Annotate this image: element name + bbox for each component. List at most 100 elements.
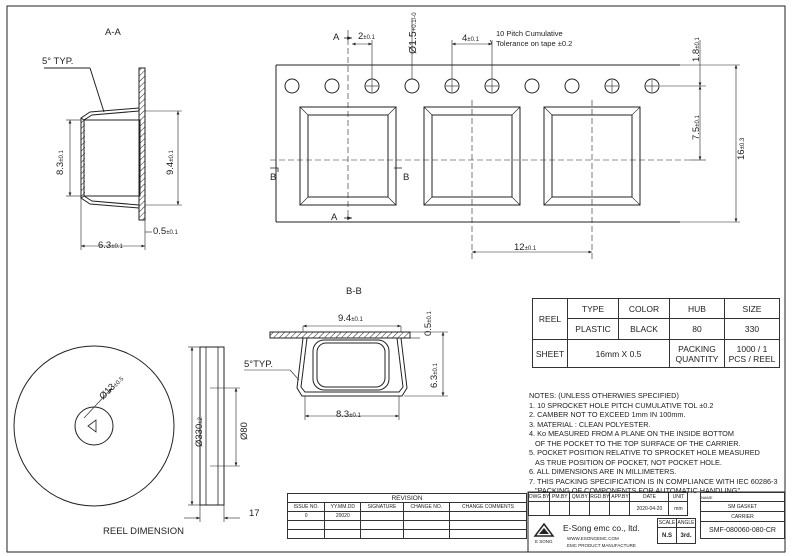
reel-label: REEL [532, 298, 568, 340]
part-name: SM GASKET [700, 501, 785, 512]
scale-block: SCALE ANGLE N.S 3rd. [657, 518, 696, 544]
rev-header: CHANGE COMMENTS [449, 502, 527, 512]
dim-bb-depth: 6.3±0.1 [429, 363, 440, 388]
pitch-note-line1: 10 Pitch Cumulative [496, 29, 563, 38]
reel-hub-dim: Ø80 [239, 422, 250, 440]
rev-cell [449, 511, 527, 521]
rev-header: ISSUE NO. [286, 502, 326, 512]
dim-edge-hole: 1.8±0.1 [691, 37, 702, 62]
dim-aa-height: 8.3±0.1 [55, 150, 66, 175]
section-bb-title: B-B [346, 286, 362, 297]
rev-cell [360, 511, 404, 521]
reel-caption: REEL DIMENSION [103, 526, 184, 537]
signature-stamp [569, 501, 591, 516]
rev-header: CHANGE NO. [402, 502, 451, 512]
reel-outer-dim: Ø330±2 [194, 417, 205, 447]
header-type: TYPE [567, 298, 619, 319]
dim-aa-depth: 6.3±0.1 [98, 240, 123, 251]
section-marker-a-top: A [333, 32, 340, 43]
tb-header: APP.BY [609, 492, 631, 502]
angle-value: 3rd. [676, 527, 696, 544]
value-hub: 80 [669, 318, 725, 340]
section-aa-view [44, 67, 182, 250]
logo-text: E SONG [535, 539, 553, 544]
dim-aa-outer-height: 9.4±0.1 [165, 150, 176, 175]
company-name: E-Song emc co., ltd. [563, 523, 640, 533]
dim-bb-flange: 0.5±0.1 [423, 311, 434, 336]
value-size: 330 [724, 318, 780, 340]
tb-date: 2020-04-20 [629, 501, 670, 516]
dim-tape-width: 16±0.3 [736, 137, 747, 160]
note-line: AS TRUE POSITION OF POCKET, NOT POCKET H… [535, 457, 722, 467]
note-line: NOTES: (UNLESS OTHERWIES SPECIFIED) [529, 391, 679, 400]
note-line: 3. MATERIAL : CLEAN POLYESTER. [529, 419, 651, 429]
rev-cell: 0 [286, 511, 326, 521]
carrier-tape-view [270, 18, 740, 260]
tb-header: DATE [629, 492, 670, 502]
signature-stamp [609, 501, 631, 516]
tb-header: DWG.BY [527, 492, 551, 502]
company-tagline: EMC PRODUCT MANUFACTURE [567, 543, 636, 548]
sheet-value: 16mm X 0.5 [567, 339, 670, 368]
header-hub: HUB [669, 298, 725, 319]
note-line: "PACKING OF COMPONENTS FOR AUTOMATIC HAN… [535, 486, 741, 495]
note-line: OF THE POCKET TO THE TOP SURFACE OF THE … [535, 438, 741, 448]
company-website: WWW.ESONGEMC.COM [567, 536, 619, 541]
angle-label: ANGLE [676, 518, 696, 528]
dim-pocket-pitch: 12±0.1 [514, 242, 537, 253]
section-marker-a-bottom: A [331, 212, 338, 223]
note-line: 4. Ko MEASURED FROM A PLANE ON THE INSID… [529, 429, 734, 438]
note-line: 1. 10 SPROCKET HOLE PITCH CUMULATIVE TOL… [529, 400, 714, 410]
tb-unit: mm [668, 501, 689, 516]
section-bb-view [244, 324, 448, 420]
tb-header: UNIT [668, 492, 689, 502]
scale-label: SCALE [657, 518, 677, 528]
header-color: COLOR [618, 298, 670, 319]
company-logo: E SONG [533, 522, 555, 546]
rev-cell: 20020 [324, 511, 362, 521]
sheet-label: SHEET [532, 339, 568, 368]
reel-view [13, 345, 240, 522]
name-label: NAME [700, 492, 785, 502]
part-description: CARRIER [700, 511, 785, 522]
dim-bb-width: 9.4±0.1 [338, 313, 363, 324]
tb-header: PM.BY [549, 492, 571, 502]
dim-sprocket-pitch: 4±0.1 [462, 33, 479, 44]
section-aa-title: A-A [105, 27, 121, 38]
dim-sprocket-hole: Ø1.5+0.1/-0 [407, 12, 419, 54]
dim-sprocket-offset: 2±0.1 [358, 31, 375, 42]
tb-header: QM.BY [569, 492, 591, 502]
signature-stamp [589, 501, 611, 516]
name-block: NAME SM GASKET CARRIER SMF-080060-080-CR [700, 492, 785, 539]
section-marker-b-right: B [403, 172, 410, 183]
rev-cell [402, 511, 451, 521]
rev-header: YY.MM.DD [324, 502, 362, 512]
value-color: BLACK [618, 318, 670, 340]
note-line: 6. ALL DIMENSIONS ARE IN MILLIMETERS. [529, 467, 677, 476]
title-block-top: DWG.BY PM.BY QM.BY RGD.BY APP.BY DATE UN… [527, 492, 689, 516]
sheet-border [6, 5, 786, 553]
drawing-notes: NOTES: (UNLESS OTHERWIES SPECIFIED) 1. 1… [529, 391, 778, 496]
value-type: PLASTIC [567, 318, 619, 340]
section-aa-typ-note: 5° TYP. [42, 56, 74, 67]
section-bb-typ-note: 5°TYP. [244, 359, 273, 370]
note-line: 5. POCKET POSITION RELATIVE TO SPROCKET … [529, 448, 760, 457]
note-line: 7. THIS PACKING SPECIFICATION IS IN COMP… [529, 476, 778, 486]
rev-header: SIGNATURE [360, 502, 404, 512]
tb-header: RGD.BY [589, 492, 611, 502]
dim-hole-pocket: 7.5±0.1 [691, 115, 702, 140]
dim-bb-inner: 8.3±0.1 [336, 409, 361, 420]
dim-aa-flange: 0.5±0.1 [153, 226, 178, 237]
drawing-number: SMF-080060-080-CR [700, 521, 785, 539]
header-size: SIZE [724, 298, 780, 319]
signature-stamp [527, 501, 551, 516]
note-line: 2. CAMBER NOT TO EXCEED 1mm IN 100mm. [529, 410, 686, 419]
signature-stamp [549, 501, 571, 516]
scale-value: N.S [657, 527, 677, 544]
revision-block: REVISION ISSUE NO. YY.MM.DD SIGNATURE CH… [286, 493, 527, 539]
esong-logo-icon [533, 522, 555, 537]
revision-title: REVISION [287, 493, 527, 503]
